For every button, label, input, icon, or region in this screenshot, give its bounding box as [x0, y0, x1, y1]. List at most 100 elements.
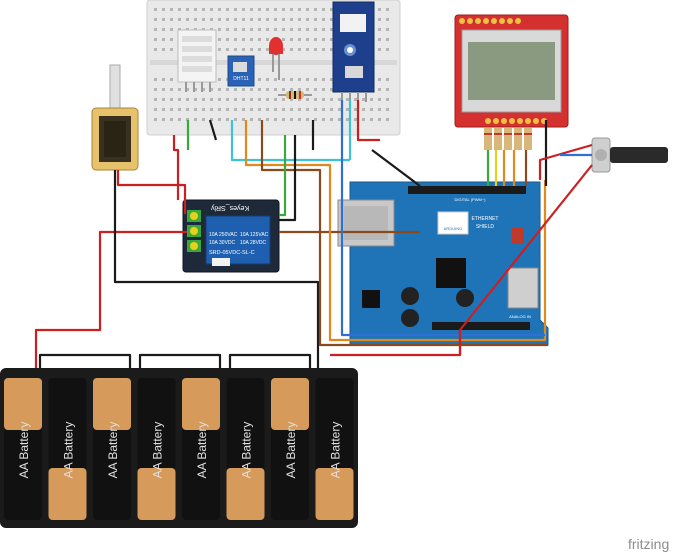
breadboard-hole [202, 88, 205, 91]
breadboard-hole [226, 38, 229, 41]
breadboard-hole [250, 48, 253, 51]
breadboard-hole [386, 18, 389, 21]
breadboard-hole [330, 98, 333, 101]
breadboard-hole [306, 108, 309, 111]
breadboard-hole [210, 8, 213, 11]
breadboard-hole [322, 48, 325, 51]
breadboard-hole [314, 88, 317, 91]
breadboard-hole [298, 78, 301, 81]
breadboard-hole [194, 118, 197, 121]
breadboard-hole [218, 28, 221, 31]
breadboard-hole [306, 38, 309, 41]
breadboard-hole [154, 28, 157, 31]
breadboard-hole [274, 28, 277, 31]
breadboard-hole [218, 8, 221, 11]
breadboard-hole [226, 98, 229, 101]
breadboard-hole [290, 48, 293, 51]
breadboard-hole [378, 88, 381, 91]
breadboard-hole [178, 118, 181, 121]
breadboard-hole [162, 8, 165, 11]
breadboard-hole [202, 118, 205, 121]
breadboard-hole [242, 108, 245, 111]
aa-battery: AA Battery [271, 378, 309, 520]
solenoid [91, 64, 139, 171]
breadboard-hole [242, 88, 245, 91]
breadboard-hole [306, 8, 309, 11]
aa-battery: AA Battery [93, 378, 131, 520]
lcd-resistors [484, 128, 532, 150]
breadboard-hole [386, 28, 389, 31]
breadboard-hole [258, 18, 261, 21]
breadboard-hole [266, 48, 269, 51]
battery-label: AA Battery [284, 422, 298, 479]
breadboard-hole [322, 78, 325, 81]
breadboard-hole [170, 98, 173, 101]
breadboard-hole [170, 48, 173, 51]
breadboard-hole [282, 48, 285, 51]
breadboard-hole [314, 78, 317, 81]
breadboard-hole [170, 28, 173, 31]
nokia-lcd [454, 14, 569, 150]
breadboard-hole [378, 28, 381, 31]
breadboard-hole [266, 108, 269, 111]
battery-label: AA Battery [17, 422, 31, 479]
wires [34, 100, 593, 370]
breadboard-hole [290, 78, 293, 81]
breadboard-hole [378, 38, 381, 41]
breadboard-hole [218, 118, 221, 121]
breadboard-hole [226, 88, 229, 91]
breadboard-hole [346, 108, 349, 111]
breadboard-hole [154, 78, 157, 81]
breadboard-hole [258, 8, 261, 11]
breadboard-hole [154, 118, 157, 121]
breadboard-hole [186, 8, 189, 11]
breadboard-hole [370, 98, 373, 101]
breadboard-hole [274, 118, 277, 121]
breadboard-hole [298, 48, 301, 51]
breadboard-hole [378, 118, 381, 121]
breadboard-hole [378, 98, 381, 101]
breadboard-hole [266, 38, 269, 41]
breadboard-hole [338, 108, 341, 111]
relay-line-right-1: 10A 125VAC [240, 232, 269, 238]
breadboard-hole [274, 88, 277, 91]
battery-label: AA Battery [151, 422, 165, 479]
breadboard-hole [274, 78, 277, 81]
breadboard-hole [218, 38, 221, 41]
breadboard-hole [162, 28, 165, 31]
breadboard-hole [298, 8, 301, 11]
breadboard-hole [258, 108, 261, 111]
breadboard-hole [362, 108, 365, 111]
relay-module: Keyes_SRly 10A 250VAC 10A 30VDC SRD-05VD… [182, 199, 280, 273]
breadboard-hole [346, 118, 349, 121]
breadboard-hole [258, 48, 261, 51]
breadboard-hole [298, 98, 301, 101]
breadboard-hole [370, 118, 373, 121]
sensor-module-label: DHT11 [233, 76, 249, 82]
breadboard-hole [210, 98, 213, 101]
breadboard-hole [290, 18, 293, 21]
breadboard-hole [186, 108, 189, 111]
breadboard-hole [338, 118, 341, 121]
breadboard-hole [154, 98, 157, 101]
breadboard-hole [266, 18, 269, 21]
breadboard-hole [242, 98, 245, 101]
battery-label: AA Battery [329, 422, 343, 479]
breadboard-hole [290, 38, 293, 41]
breadboard-hole [306, 98, 309, 101]
breadboard-hole [322, 18, 325, 21]
breadboard-hole [218, 48, 221, 51]
breadboard-hole [386, 108, 389, 111]
breadboard-hole [194, 8, 197, 11]
dht-sensor [177, 29, 217, 92]
breadboard-hole [274, 8, 277, 11]
breadboard-hole [250, 108, 253, 111]
breadboard-hole [282, 98, 285, 101]
breadboard-hole [346, 98, 349, 101]
breadboard-hole [266, 118, 269, 121]
breadboard-hole [226, 8, 229, 11]
breadboard-hole [290, 28, 293, 31]
breadboard-hole [210, 88, 213, 91]
breadboard-hole [242, 38, 245, 41]
breadboard-hole [330, 88, 333, 91]
